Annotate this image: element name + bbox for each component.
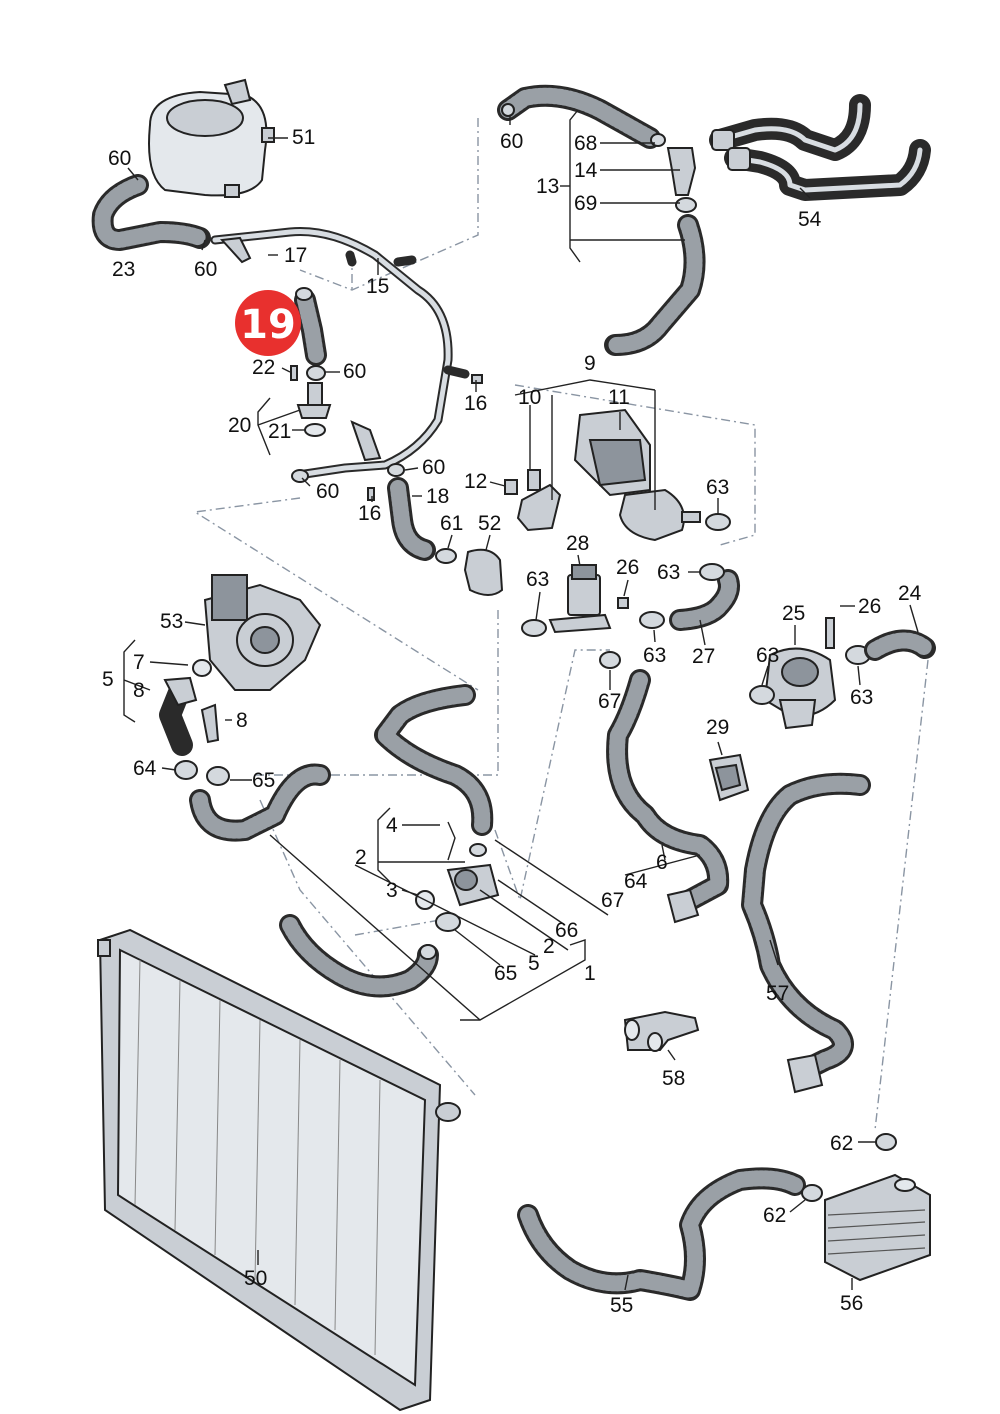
part-label-50: 50	[244, 1267, 267, 1290]
part-label-63: 63	[643, 644, 666, 667]
part-label-62: 62	[763, 1204, 786, 1227]
part-label-8: 8	[133, 679, 145, 702]
part-label-6: 6	[656, 851, 668, 874]
hose-66	[374, 684, 494, 836]
thermostat-housing-53	[192, 574, 322, 691]
part-label-8: 8	[236, 709, 248, 732]
part-label-20: 20	[228, 414, 251, 437]
hose-24	[864, 629, 936, 661]
part-label-4: 4	[386, 814, 398, 837]
connector-2	[415, 821, 500, 932]
part-label-26: 26	[616, 556, 639, 579]
part-label-63: 63	[706, 476, 729, 499]
part-label-55: 55	[610, 1294, 633, 1317]
part-label-64: 64	[624, 870, 648, 893]
part-label-7: 7	[133, 651, 145, 674]
part-label-27: 27	[692, 645, 715, 668]
leader-lines	[123, 109, 919, 1291]
clamp-29	[708, 753, 750, 802]
part-label-60: 60	[316, 480, 339, 503]
hose-55	[517, 1167, 823, 1301]
hoses-54	[709, 94, 931, 201]
part-label-1: 1	[584, 962, 596, 985]
hose-18	[291, 374, 483, 561]
part-label-60: 60	[343, 360, 366, 383]
bracket-52	[435, 548, 504, 596]
part-label-15: 15	[366, 275, 389, 298]
hose-13	[497, 84, 706, 356]
part-label-17: 17	[284, 244, 307, 267]
part-label-3: 3	[386, 879, 398, 902]
callout-badge	[235, 290, 301, 356]
part-label-16: 16	[464, 392, 487, 415]
part-label-64: 64	[133, 757, 157, 780]
hose-65	[189, 763, 331, 842]
part-label-60: 60	[108, 147, 131, 170]
part-label-66: 66	[555, 919, 578, 942]
part-label-63: 63	[526, 568, 549, 591]
expansion-tank	[148, 78, 275, 198]
coolant-fitting-8	[159, 676, 230, 786]
radiator-50	[97, 928, 461, 1412]
part-label-63: 63	[850, 686, 873, 709]
part-label-56: 56	[840, 1292, 863, 1315]
part-label-11: 11	[608, 386, 630, 409]
part-label-18: 18	[426, 485, 449, 508]
assembly-guide-lines	[192, 118, 929, 1131]
part-label-54: 54	[798, 208, 822, 231]
hose-67	[599, 651, 730, 924]
part-label-24: 24	[898, 582, 922, 605]
auxiliary-pump-assembly	[504, 408, 731, 542]
part-label-65: 65	[252, 769, 275, 792]
part-label-57: 57	[766, 982, 789, 1005]
hose-23	[91, 174, 211, 251]
part-label-60: 60	[422, 456, 445, 479]
part-label-13: 13	[536, 175, 559, 198]
hose-27	[669, 563, 740, 631]
part-label-53: 53	[160, 610, 183, 633]
part-label-26: 26	[858, 595, 881, 618]
part-label-52: 52	[478, 512, 501, 535]
part-label-12: 12	[464, 470, 487, 493]
part-label-51: 51	[292, 126, 315, 149]
valve-28	[521, 564, 665, 637]
part-label-23: 23	[112, 258, 135, 281]
part-label-69: 69	[574, 192, 597, 215]
hose-57	[741, 772, 871, 1094]
part-label-63: 63	[657, 561, 680, 584]
part-label-28: 28	[566, 532, 589, 555]
part-label-22: 22	[252, 356, 275, 379]
part-label-60: 60	[194, 258, 217, 281]
part-label-10: 10	[518, 386, 541, 409]
part-label-14: 14	[574, 159, 598, 182]
coolant-pipe-15	[210, 227, 470, 479]
part-label-65: 65	[494, 962, 517, 985]
part-label-68: 68	[574, 132, 597, 155]
oil-cooler-56	[824, 1133, 931, 1282]
part-label-9: 9	[584, 352, 596, 375]
fitting-58	[623, 1010, 700, 1052]
pump-25	[749, 617, 871, 730]
part-label-2: 2	[355, 846, 367, 869]
callout-number: 19	[240, 302, 296, 348]
part-label-67: 67	[601, 889, 624, 912]
part-label-5: 5	[528, 952, 540, 975]
part-label-63: 63	[756, 644, 779, 667]
part-label-5: 5	[102, 668, 114, 691]
part-label-60: 60	[500, 130, 523, 153]
part-label-62: 62	[830, 1132, 853, 1155]
part-label-67: 67	[598, 690, 621, 713]
part-label-58: 58	[662, 1067, 685, 1090]
part-label-2: 2	[543, 935, 555, 958]
part-label-25: 25	[782, 602, 805, 625]
part-label-16: 16	[358, 502, 381, 525]
part-label-21: 21	[268, 420, 291, 443]
part-label-61: 61	[440, 512, 463, 535]
part-label-29: 29	[706, 716, 729, 739]
part-number-labels: 51 60 23 60 17 15 22 60 20 21 16 60 60 1…	[102, 126, 922, 1317]
highlighted-part-callout[interactable]: 19	[235, 290, 301, 356]
hose-19	[290, 287, 332, 437]
